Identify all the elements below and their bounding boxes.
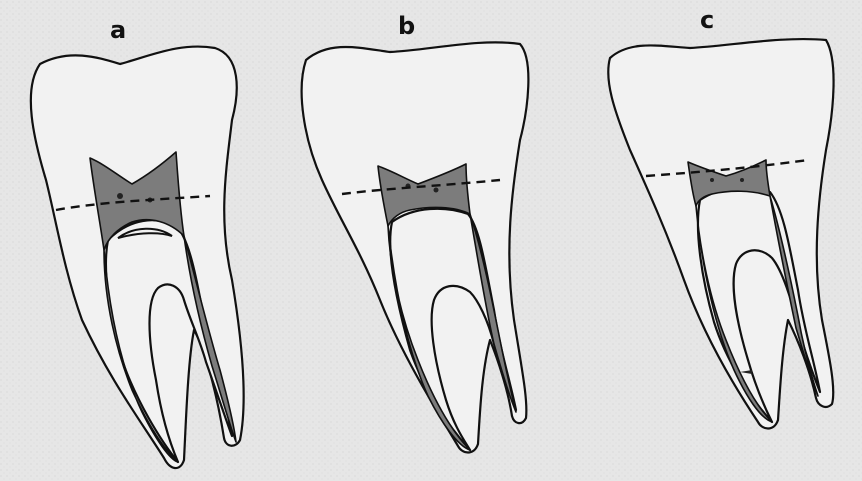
panel-label-b: b <box>398 14 415 38</box>
tooth-b-calcification <box>434 188 439 193</box>
panel-label-c: c <box>700 8 714 32</box>
panel-label-a: a <box>110 18 126 42</box>
tooth-c-calcification <box>710 178 714 182</box>
tooth-c-calcification <box>740 178 744 182</box>
tooth-a-calcification <box>117 193 123 199</box>
